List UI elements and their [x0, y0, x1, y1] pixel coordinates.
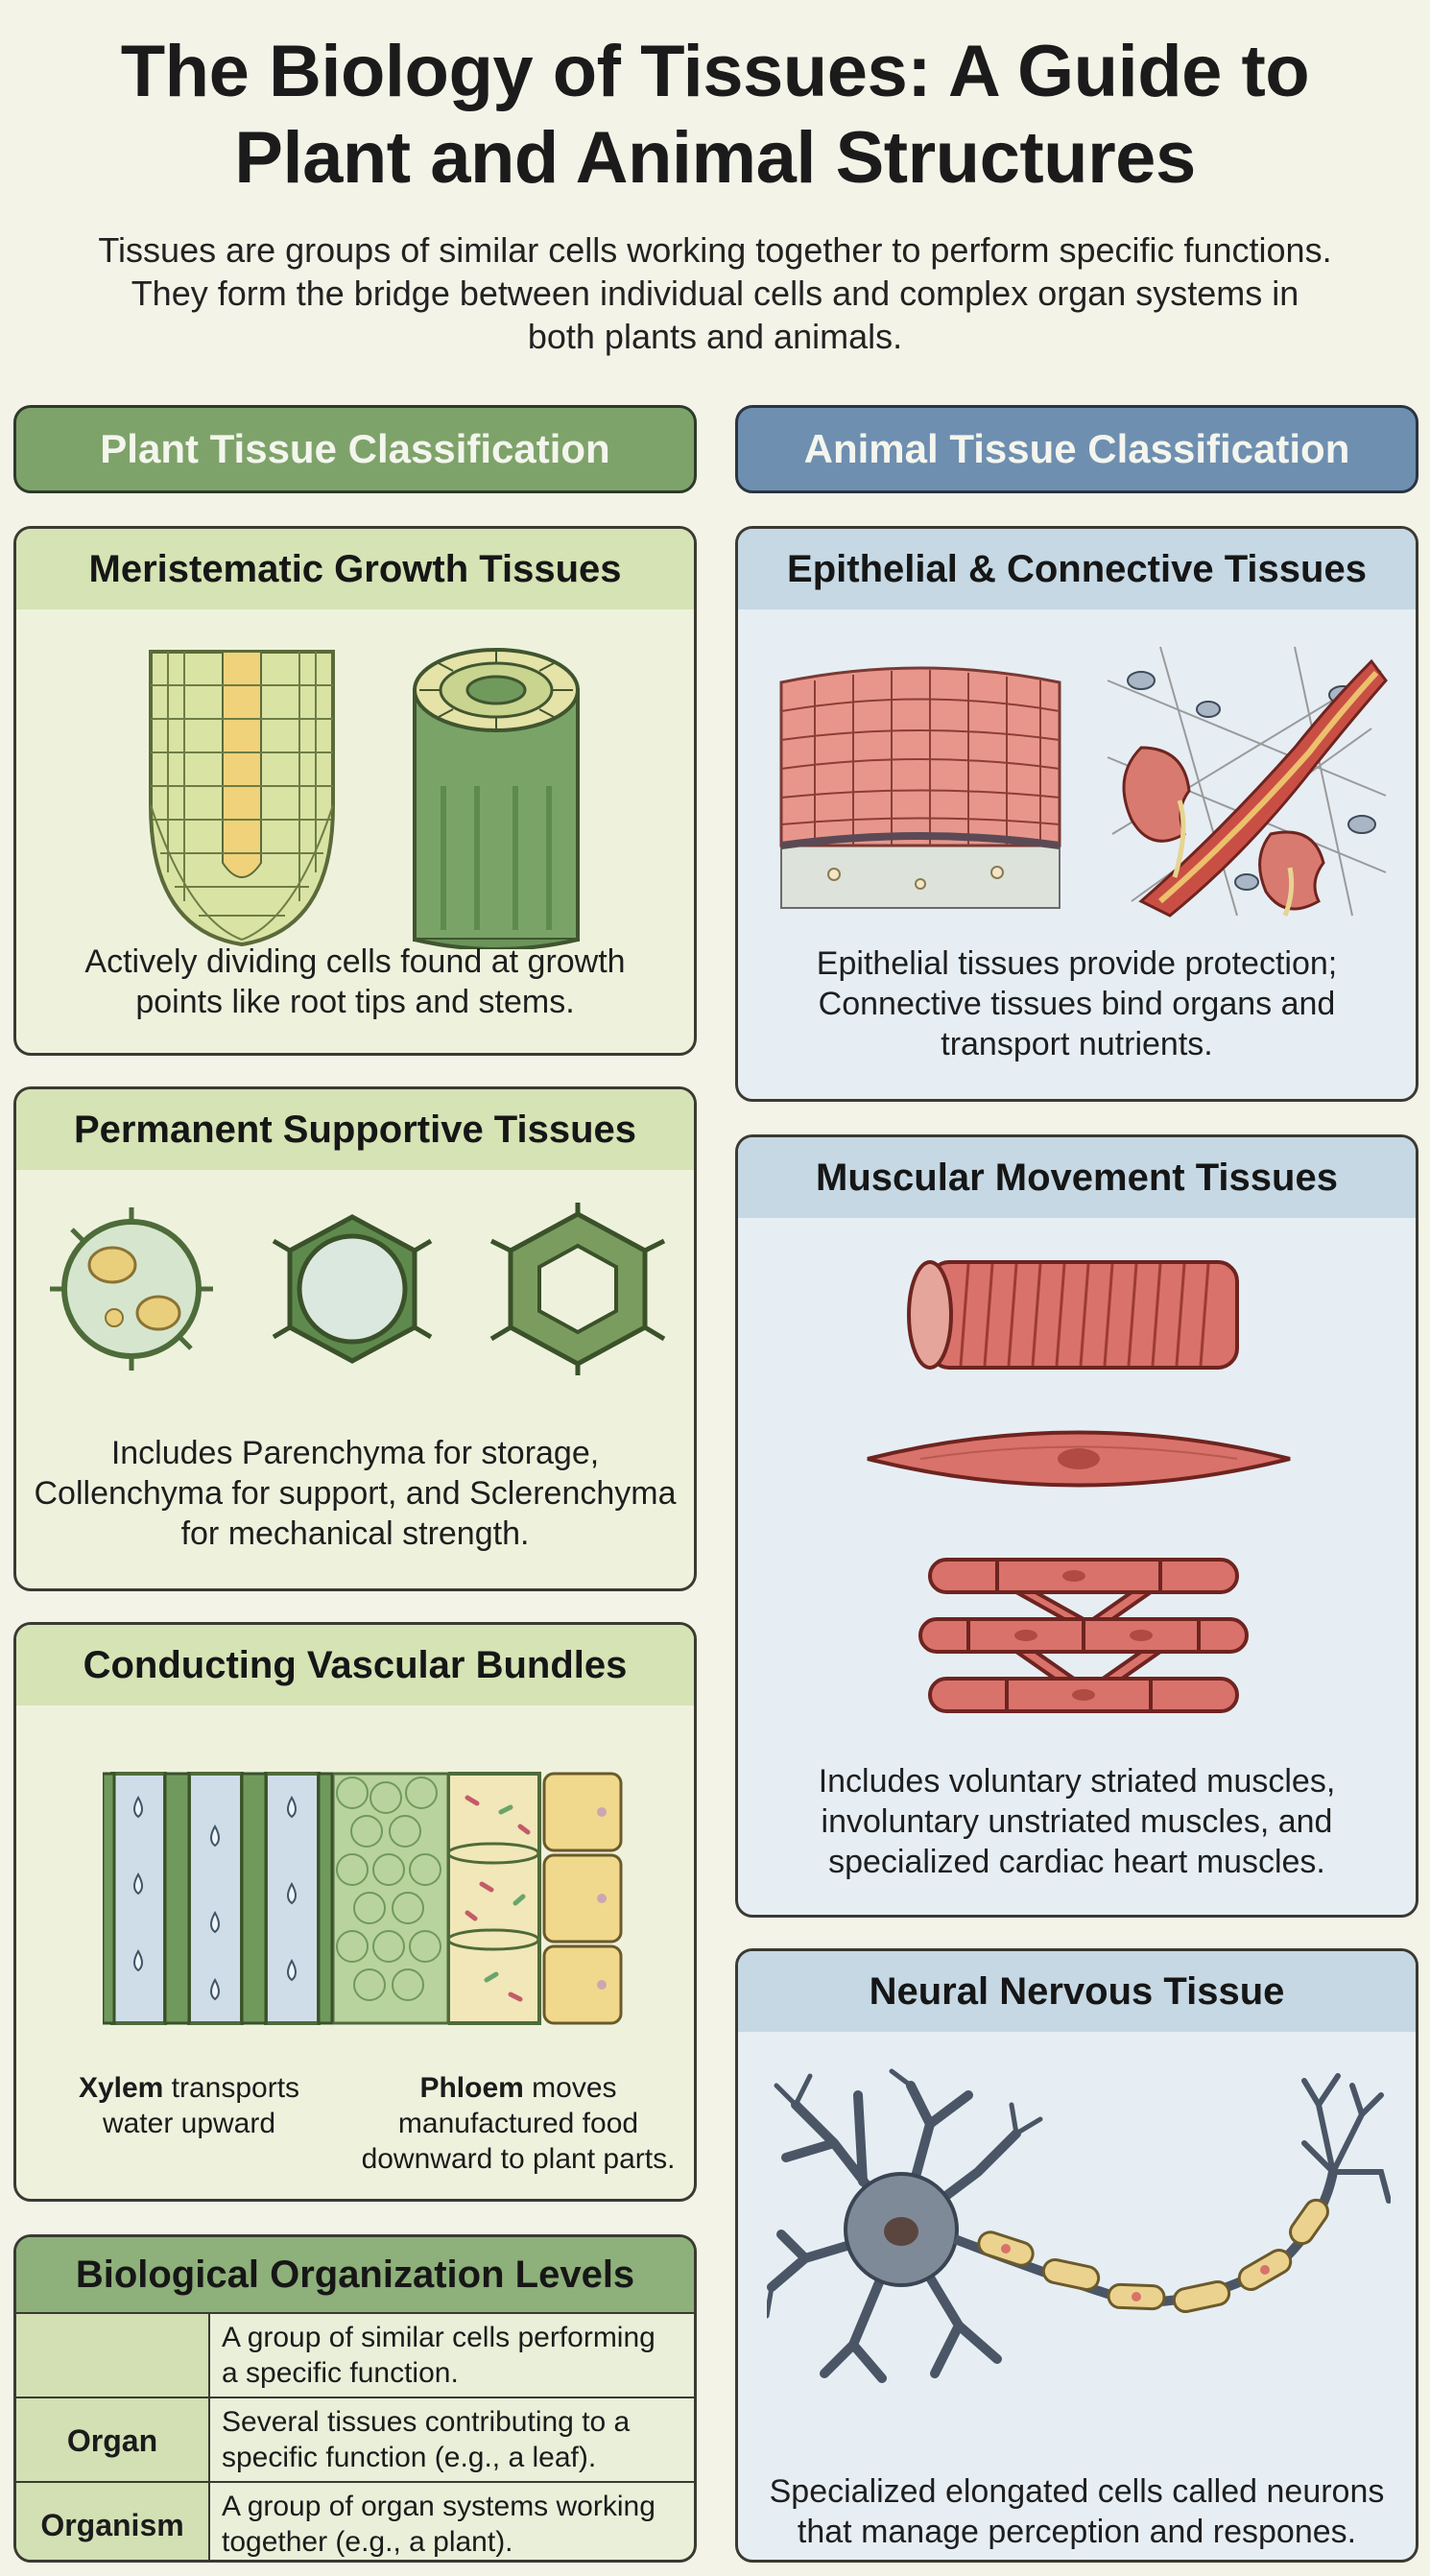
xylem-term: Xylem: [78, 2072, 164, 2104]
phloem-term: Phloem: [419, 2072, 524, 2104]
organization-term: Organism: [16, 2483, 210, 2560]
neural-card: Neural Nervous Tissue Specialized elonga…: [735, 1948, 1418, 2563]
neuron-illustration: [767, 2068, 1391, 2383]
xylem-caption-1: transports: [163, 2072, 300, 2104]
definition-line: together (e.g., a plant).: [222, 2526, 513, 2558]
root-tip-illustration: [149, 650, 335, 947]
table-row: Organ Several tissues contributing to a …: [16, 2397, 694, 2483]
page-subtitle: Tissues are groups of similar cells work…: [38, 228, 1392, 358]
meristematic-title: Meristematic Growth Tissues: [16, 529, 694, 609]
phloem-caption: Phloem moves manufactured food downward …: [350, 2070, 686, 2177]
striated-muscle-illustration: [907, 1260, 1239, 1370]
animal-banner: Animal Tissue Classification: [735, 405, 1418, 493]
smooth-muscle-illustration: [867, 1430, 1291, 1488]
table-row: Organism A group of organ systems workin…: [16, 2481, 694, 2560]
organization-title: Biological Organization Levels: [16, 2237, 694, 2312]
definition-line: A group of organ systems working: [222, 2491, 655, 2522]
permanent-card: Permanent Supportive Tissues Includes Pa…: [13, 1086, 697, 1591]
permanent-desc-line-2: Collenchyma for support, and Sclerenchym…: [34, 1475, 677, 1512]
permanent-desc-line-1: Includes Parenchyma for storage,: [110, 1435, 600, 1471]
plant-banner-label: Plant Tissue Classification: [100, 426, 610, 471]
xylem-caption: Xylem transports water upward: [45, 2070, 333, 2141]
neural-desc-line-2: that manage perception and respones.: [797, 2514, 1357, 2550]
neural-description: Specialized elongated cells called neuro…: [748, 2471, 1406, 2552]
meristematic-card: Meristematic Growth Tissues Actively div…: [13, 526, 697, 1056]
vascular-card: Conducting Vascular Bundles: [13, 1622, 697, 2202]
definition-line: a specific function.: [222, 2357, 459, 2389]
permanent-desc-line-3: for mechanical strength.: [180, 1515, 530, 1552]
epithelium-layers-illustration: [779, 666, 1061, 909]
subtitle-line-3: both plants and animals.: [527, 317, 903, 356]
organization-definition: A group of organ systems working togethe…: [222, 2489, 684, 2560]
muscular-description: Includes voluntary striated muscles, inv…: [748, 1761, 1406, 1882]
neural-title: Neural Nervous Tissue: [738, 1951, 1416, 2032]
animal-banner-label: Animal Tissue Classification: [803, 426, 1350, 471]
muscular-desc-line-2: involuntary unstriated muscles, and: [821, 1803, 1333, 1840]
vascular-title: Conducting Vascular Bundles: [16, 1625, 694, 1705]
stem-cross-section-illustration: [413, 648, 580, 949]
epithelial-desc-line-3: transport nutrients.: [941, 1026, 1213, 1062]
meristematic-desc-line-1: Actively dividing cells found at growth: [84, 943, 626, 980]
xylem-caption-2: water upward: [102, 2108, 276, 2139]
collenchyma-cell-icon: [272, 1214, 433, 1364]
definition-line: Several tissues contributing to a: [222, 2406, 631, 2438]
epithelial-desc-line-2: Connective tissues bind organs and: [818, 986, 1336, 1022]
parenchyma-cell-icon: [50, 1207, 213, 1371]
phloem-caption-2: manufactured food: [397, 2108, 639, 2139]
permanent-title: Permanent Supportive Tissues: [16, 1089, 694, 1170]
definition-line: A group of similar cells performing: [222, 2322, 655, 2353]
meristematic-description: Actively dividing cells found at growth …: [26, 942, 684, 1022]
sclerenchyma-cell-icon: [489, 1203, 666, 1375]
cardiac-muscle-illustration: [918, 1558, 1249, 1713]
organization-term: [16, 2314, 210, 2398]
phloem-illustration: [448, 1772, 623, 2025]
epithelial-card: Epithelial & Connective Tissues Epitheli…: [735, 526, 1418, 1102]
page-title: The Biology of Tissues: A Guide to Plant…: [0, 29, 1430, 202]
parenchyma-fill-illustration: [333, 1772, 448, 2025]
neural-desc-line-1: Specialized elongated cells called neuro…: [769, 2473, 1385, 2510]
muscular-title: Muscular Movement Tissues: [738, 1137, 1416, 1218]
phloem-caption-1: moves: [523, 2072, 617, 2104]
subtitle-line-2: They form the bridge between individual …: [131, 274, 1299, 313]
connective-tissue-illustration: [1107, 646, 1388, 918]
plant-banner: Plant Tissue Classification: [13, 405, 697, 493]
muscular-card: Muscular Movement Tissues Includes volun…: [735, 1134, 1418, 1918]
epithelial-title: Epithelial & Connective Tissues: [738, 529, 1416, 609]
title-line-1: The Biology of Tissues: A Guide to: [120, 31, 1310, 112]
title-line-2: Plant and Animal Structures: [234, 117, 1196, 199]
meristematic-desc-line-2: points like root tips and stems.: [135, 984, 575, 1020]
epithelial-description: Epithelial tissues provide protection; C…: [748, 943, 1406, 1064]
subtitle-line-1: Tissues are groups of similar cells work…: [98, 230, 1332, 270]
organization-definition: Several tissues contributing to a specif…: [222, 2404, 684, 2475]
epithelial-desc-line-1: Epithelial tissues provide protection;: [816, 945, 1338, 982]
phloem-caption-3: downward to plant parts.: [361, 2143, 676, 2175]
muscular-desc-line-1: Includes voluntary striated muscles,: [818, 1763, 1336, 1800]
organization-table: Biological Organization Levels A group o…: [13, 2234, 697, 2563]
table-row: A group of similar cells performing a sp…: [16, 2312, 694, 2398]
definition-line: specific function (e.g., a leaf).: [222, 2442, 597, 2473]
muscular-desc-line-3: specialized cardiac heart muscles.: [828, 1844, 1325, 1880]
organization-term: Organ: [16, 2398, 210, 2483]
permanent-description: Includes Parenchyma for storage, Collenc…: [26, 1433, 684, 1554]
organization-definition: A group of similar cells performing a sp…: [222, 2320, 684, 2391]
xylem-illustration: [103, 1772, 333, 2025]
